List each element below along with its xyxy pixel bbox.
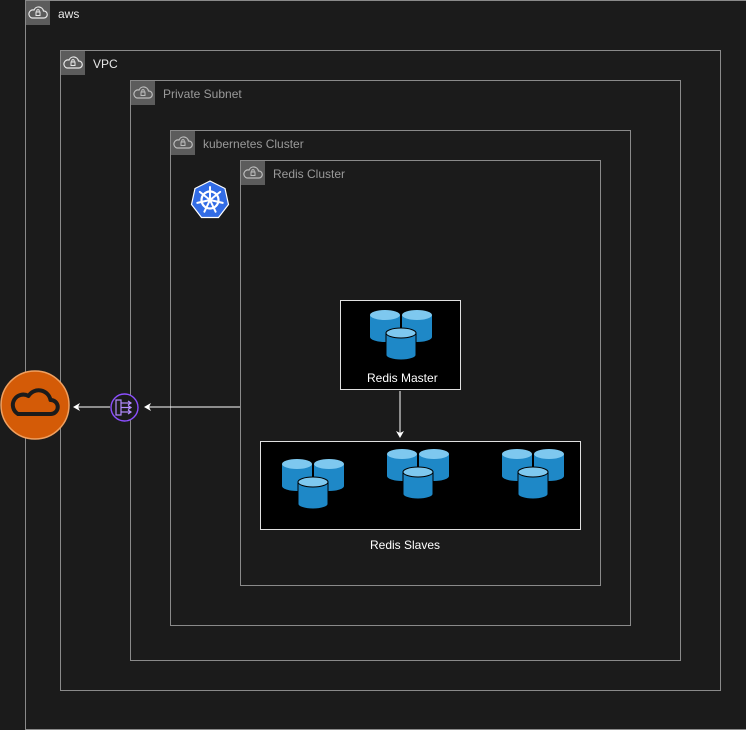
cloud-icon[interactable] bbox=[0, 370, 70, 440]
database-cluster-icon bbox=[282, 459, 344, 510]
cloud-lock-icon bbox=[171, 131, 195, 155]
vpc-group-title: VPC bbox=[93, 57, 118, 71]
redis-slaves-node[interactable] bbox=[260, 441, 581, 530]
kubernetes-cluster-group-title: kubernetes Cluster bbox=[203, 137, 304, 151]
aws-group-title: aws bbox=[58, 7, 80, 21]
cloud-lock-icon bbox=[26, 1, 50, 25]
kubernetes-icon bbox=[190, 180, 230, 219]
redis-slaves-label: Redis Slaves bbox=[370, 538, 441, 552]
database-cluster-icon bbox=[387, 449, 449, 500]
redis-master-node[interactable]: Redis Master bbox=[340, 300, 461, 390]
cloud-lock-icon bbox=[131, 81, 155, 105]
redis-master-label: Redis Master bbox=[367, 371, 438, 385]
cloud-lock-icon bbox=[61, 51, 85, 75]
cloud-lock-icon bbox=[241, 161, 265, 185]
database-cluster-icon bbox=[502, 449, 564, 500]
redis-cluster-group-title: Redis Cluster bbox=[273, 167, 346, 181]
private-subnet-group-title: Private Subnet bbox=[163, 87, 242, 101]
nat-gateway-icon[interactable] bbox=[110, 393, 139, 422]
database-cluster-icon bbox=[370, 310, 432, 361]
